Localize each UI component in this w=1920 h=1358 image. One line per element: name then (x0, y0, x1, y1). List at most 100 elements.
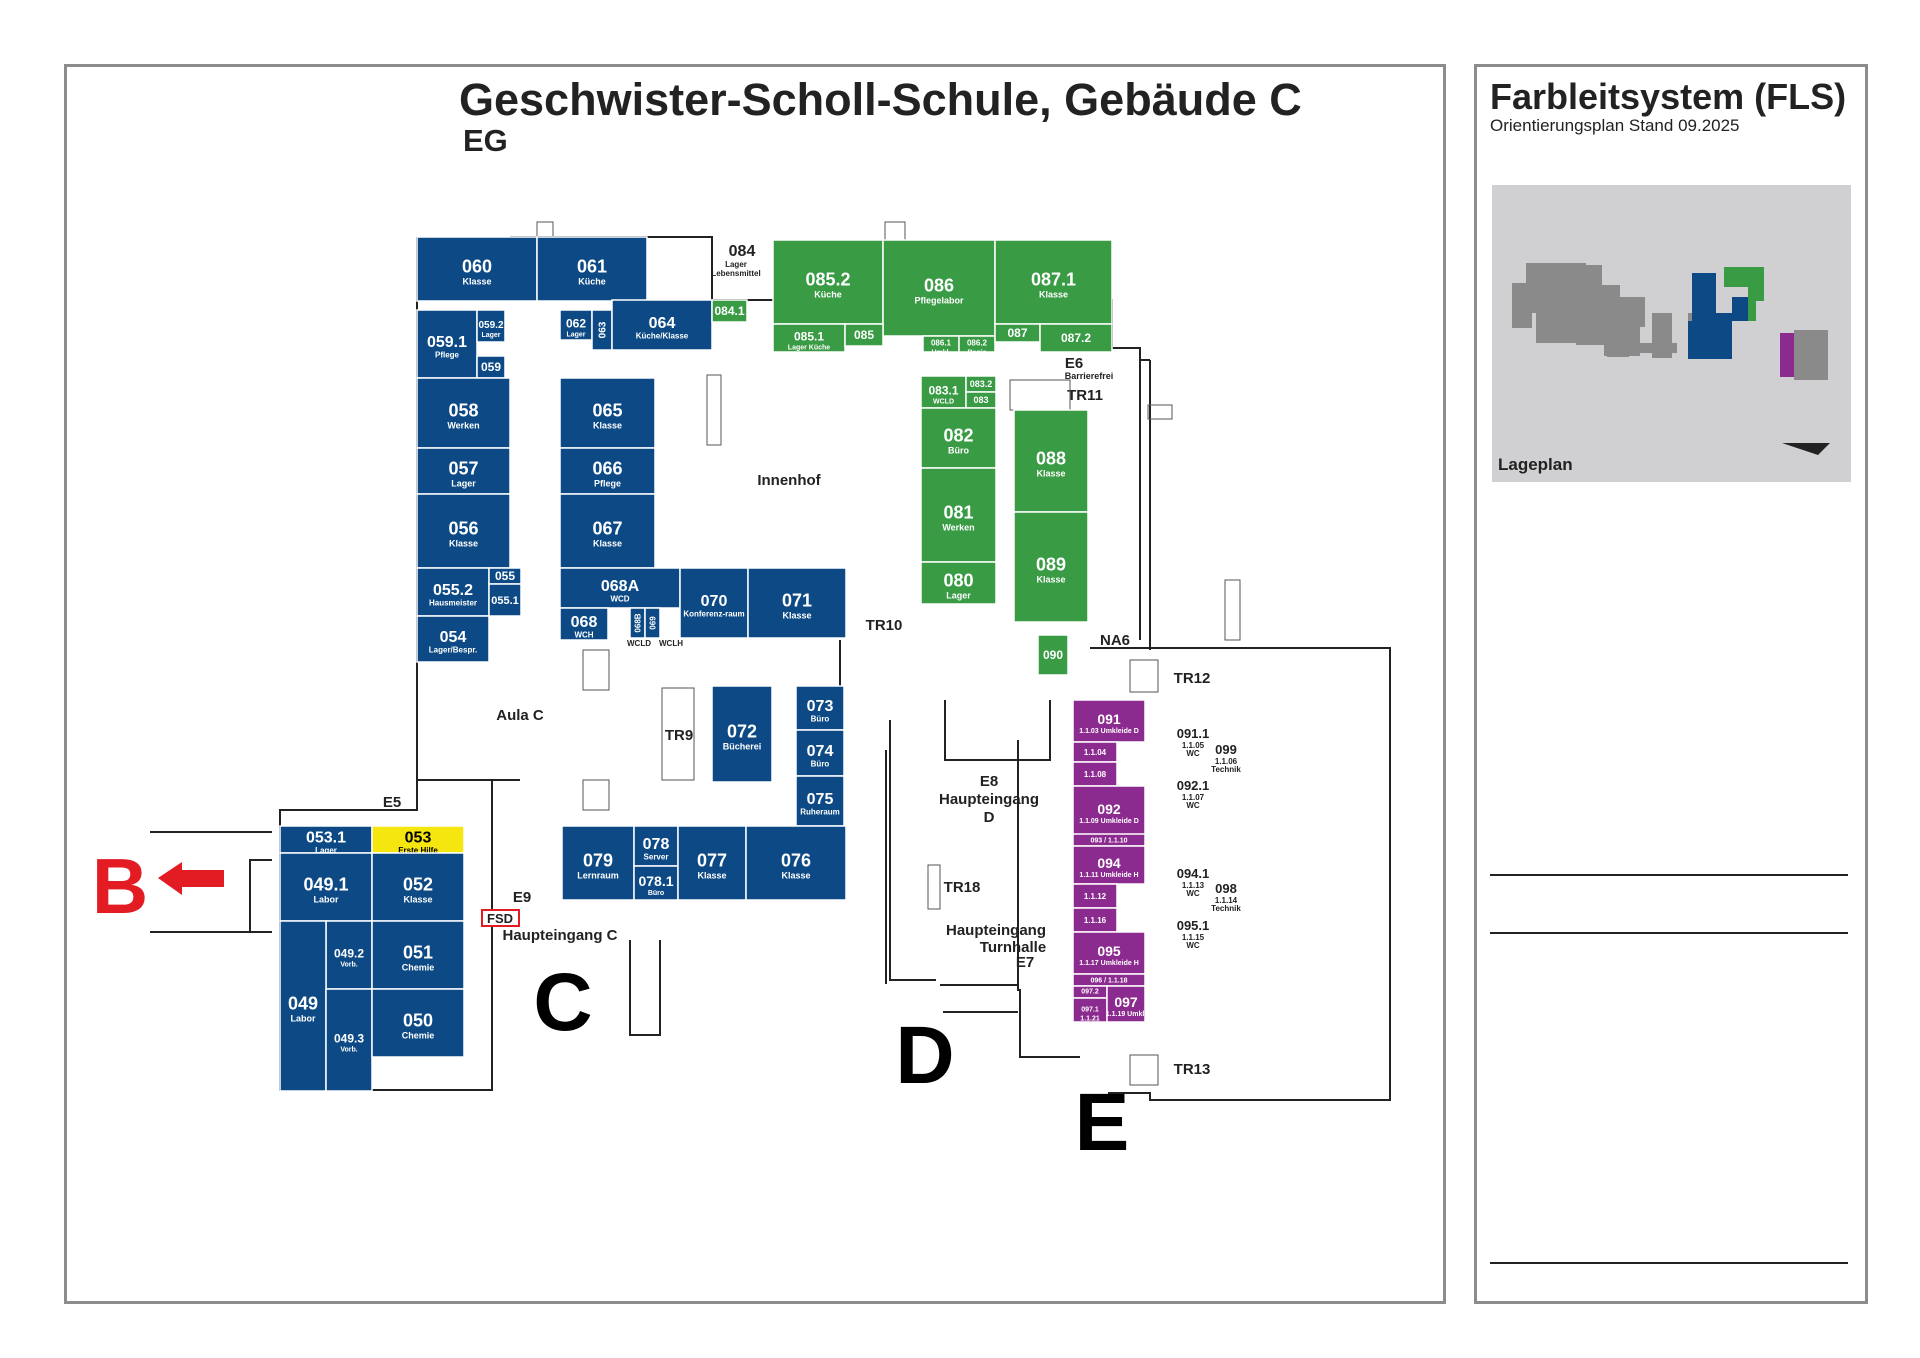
room-085-shape[interactable] (844, 323, 884, 347)
room-087[interactable]: 087 (994, 323, 1041, 343)
room-085.1-shape[interactable] (772, 323, 846, 353)
building-b-arrow-icon[interactable] (158, 862, 224, 895)
room-078.1-shape[interactable] (633, 865, 679, 901)
room-075-shape[interactable] (795, 775, 845, 827)
room-080-shape[interactable] (920, 561, 997, 605)
room-097.1-shape[interactable] (1072, 997, 1108, 1023)
room-055.1-shape[interactable] (488, 583, 522, 617)
room-072-shape[interactable] (711, 685, 773, 783)
room-1.1.08[interactable]: 1.1.08 (1072, 761, 1118, 787)
room-086.2-shape[interactable] (958, 335, 996, 353)
room-063[interactable]: 063 (591, 309, 613, 351)
room-085[interactable]: 085 (844, 323, 884, 347)
room-095-shape[interactable] (1072, 931, 1146, 975)
room-084.1[interactable]: 084.1 (711, 299, 748, 323)
room-052-shape[interactable] (371, 852, 465, 922)
room-055.1[interactable]: 055.1 (488, 583, 522, 617)
room-053-shape[interactable] (371, 825, 465, 854)
room-074-shape[interactable] (795, 729, 845, 777)
room-097-shape[interactable] (1106, 985, 1146, 1023)
room-084.1-shape[interactable] (711, 299, 748, 323)
room-1.1.12[interactable]: 1.1.12 (1072, 883, 1118, 909)
room-068B[interactable]: 068B (629, 607, 646, 639)
room-059[interactable]: 059 (476, 355, 506, 379)
room-096[interactable]: 096 / 1.1.18 (1072, 973, 1146, 987)
room-083[interactable]: 083 (965, 391, 997, 409)
room-093[interactable]: 093 / 1.1.10 (1072, 833, 1146, 847)
room-090[interactable]: 090 (1037, 634, 1069, 676)
room-1.1.12-shape[interactable] (1072, 883, 1118, 909)
room-086-shape[interactable] (882, 239, 996, 337)
room-087.2[interactable]: 087.2 (1039, 323, 1113, 353)
room-069[interactable]: 069 (644, 607, 661, 639)
room-088-shape[interactable] (1013, 409, 1089, 513)
room-059.2-shape[interactable] (476, 309, 506, 343)
room-077-shape[interactable] (677, 825, 747, 901)
room-059.1-shape[interactable] (416, 309, 478, 379)
room-053.1-shape[interactable] (279, 825, 373, 854)
room-085.2-shape[interactable] (772, 239, 884, 325)
room-058-shape[interactable] (416, 377, 511, 449)
room-090-shape[interactable] (1037, 634, 1069, 676)
room-055[interactable]: 055 (488, 567, 522, 585)
room-067-shape[interactable] (559, 493, 656, 569)
room-070-shape[interactable] (679, 567, 749, 639)
room-061-shape[interactable] (536, 236, 648, 302)
room-083.2[interactable]: 083.2 (965, 375, 997, 393)
room-056-shape[interactable] (416, 493, 511, 569)
room-1.1.16[interactable]: 1.1.16 (1072, 907, 1118, 933)
room-1.1.08-shape[interactable] (1072, 761, 1118, 787)
room-083.1-shape[interactable] (920, 375, 967, 409)
room-066-shape[interactable] (559, 447, 656, 495)
room-079-shape[interactable] (561, 825, 635, 901)
room-1.1.04[interactable]: 1.1.04 (1072, 741, 1118, 763)
room-087.1-shape[interactable] (994, 239, 1113, 325)
room-081-shape[interactable] (920, 467, 997, 563)
room-092-shape[interactable] (1072, 785, 1146, 837)
room-064-shape[interactable] (611, 299, 713, 351)
room-087.2-shape[interactable] (1039, 323, 1113, 353)
